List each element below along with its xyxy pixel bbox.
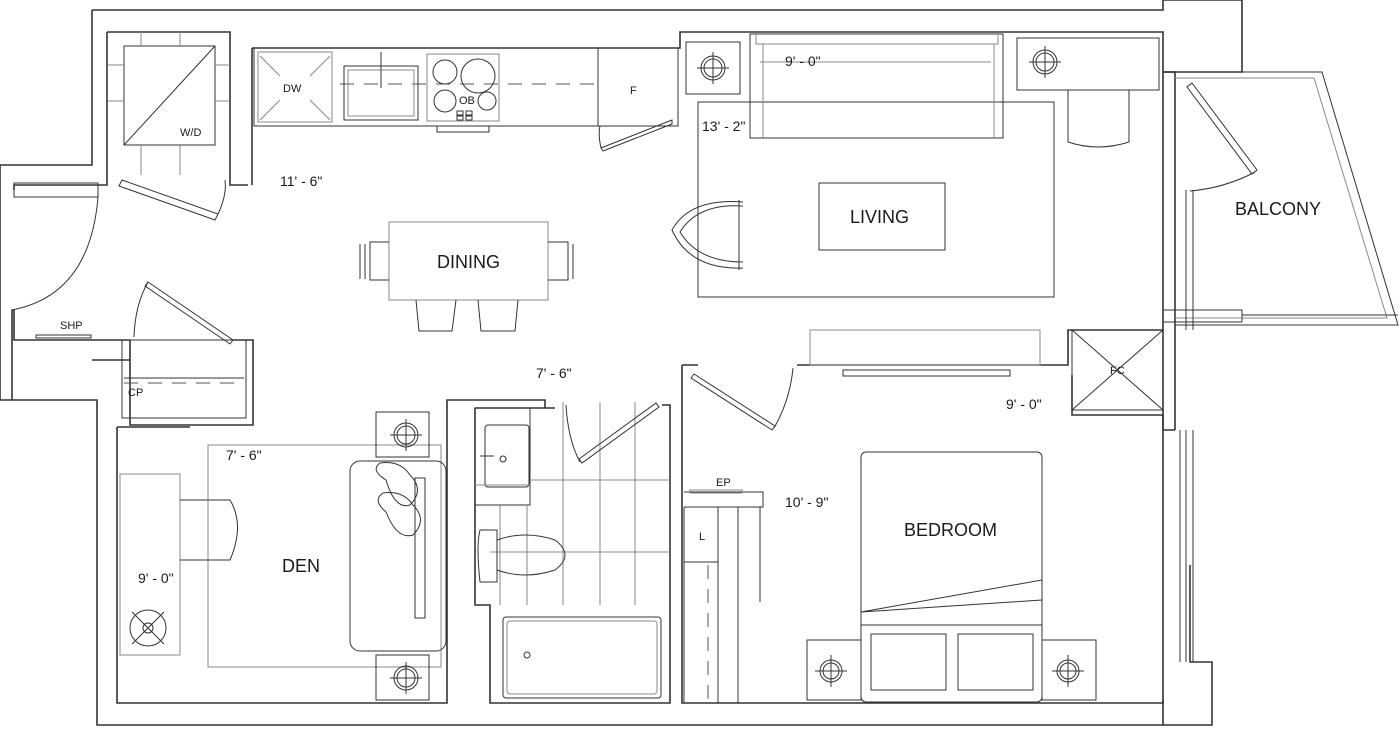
shelf-label: SHP <box>60 320 83 332</box>
den: DEN <box>116 399 546 704</box>
kitchen-counter: DW OB F <box>253 47 679 133</box>
balcony-label: BALCONY <box>1235 199 1321 219</box>
coat-closet-label: CP <box>128 387 143 399</box>
electrical-panel-label: EP <box>716 477 731 489</box>
entry-door[interactable] <box>11 182 130 400</box>
living-area: LIVING <box>671 33 1160 298</box>
bedroom-label: BEDROOM <box>904 520 997 540</box>
living-label: LIVING <box>850 207 909 227</box>
den-label: DEN <box>282 556 320 576</box>
fan-coil-label: FC <box>1110 365 1125 377</box>
washer-dryer: W/D <box>108 32 230 175</box>
living-width-dimension: 9' - 0" <box>785 53 821 69</box>
coat-closet: CP SHP <box>35 320 254 426</box>
bedroom: FC BEDROOM <box>681 329 1194 704</box>
oven-label: OB <box>459 95 475 107</box>
washer-dryer-label: W/D <box>180 127 201 139</box>
den-width-dimension: 7' - 6" <box>226 447 262 463</box>
dining-table: DINING <box>359 221 574 332</box>
den-length-dimension: 9' - 0" <box>138 570 174 586</box>
living-length-dimension: 13' - 2" <box>702 118 745 134</box>
bathroom-door[interactable] <box>565 402 660 464</box>
balcony-door[interactable] <box>1185 82 1258 330</box>
fridge-label: F <box>630 85 637 97</box>
linen-closet: EP L <box>683 477 764 703</box>
bedroom-width-dimension: 9' - 0" <box>1006 396 1042 412</box>
fridge-door[interactable] <box>598 119 673 152</box>
linen-label: L <box>699 531 705 543</box>
bath-dimension: 7' - 6" <box>536 365 572 381</box>
bathroom <box>474 402 671 704</box>
balcony: BALCONY <box>1175 71 1399 326</box>
dining-label: DINING <box>437 252 500 272</box>
exterior-walls <box>0 0 1243 726</box>
laundry-door[interactable] <box>118 179 226 221</box>
dining-dimension: 11' - 6" <box>280 173 322 189</box>
bedroom-door[interactable] <box>690 367 794 431</box>
dishwasher-label: DW <box>283 83 302 95</box>
closet-door[interactable] <box>133 281 234 345</box>
bedroom-length-dimension: 10' - 9" <box>785 494 828 510</box>
